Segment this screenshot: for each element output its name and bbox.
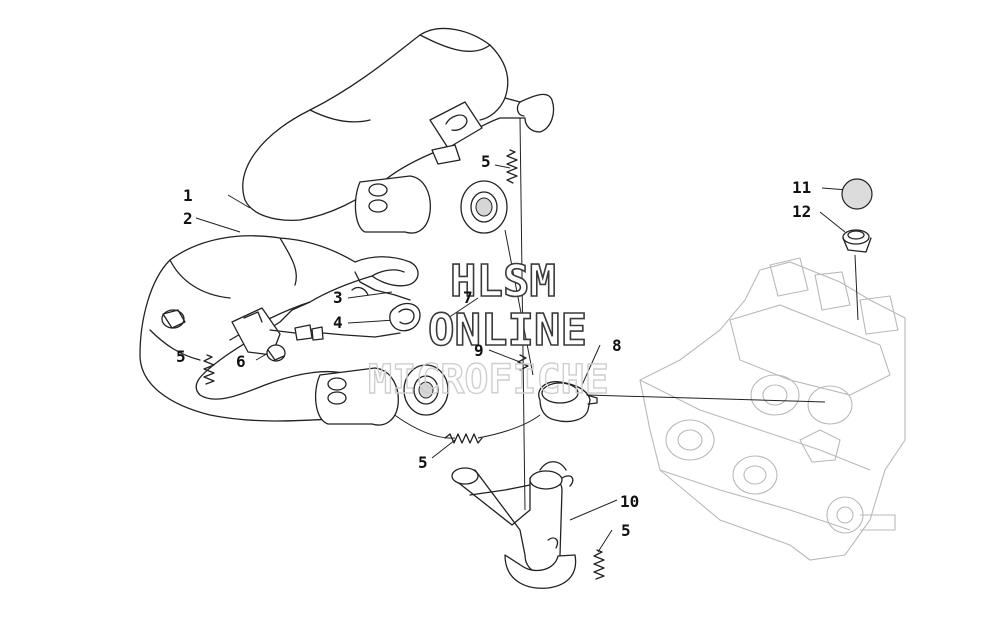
temp-sensor-assembly bbox=[269, 271, 421, 341]
callout-5-right: 5 bbox=[621, 521, 631, 540]
callout-12: 12 bbox=[792, 202, 811, 221]
callout-5-upper: 5 bbox=[481, 152, 491, 171]
plug-cap bbox=[841, 178, 873, 210]
spring-small bbox=[517, 354, 529, 371]
callout-9: 9 bbox=[474, 341, 484, 360]
bracket-lower bbox=[231, 307, 286, 362]
callout-7: 7 bbox=[463, 288, 473, 307]
spring-left bbox=[203, 354, 215, 385]
exhaust-coupling bbox=[538, 381, 598, 423]
callout-5-middle: 5 bbox=[418, 453, 428, 472]
muffler-upper bbox=[242, 27, 555, 234]
gasket-upper bbox=[460, 180, 508, 234]
watermark-line-3: MICROFICHE bbox=[368, 357, 609, 403]
gasket-lower bbox=[403, 364, 449, 416]
callout-1: 1 bbox=[183, 186, 193, 205]
callouts: 1 2 3 4 5 5 5 5 6 7 8 9 10 11 12 bbox=[176, 152, 811, 540]
callout-3: 3 bbox=[333, 288, 343, 307]
y-pipe bbox=[451, 461, 577, 589]
callout-4: 4 bbox=[333, 313, 343, 332]
muffler-lower bbox=[139, 235, 419, 426]
watermark-line-2: ONLINE bbox=[428, 305, 587, 356]
spring-middle bbox=[444, 433, 483, 444]
callout-8: 8 bbox=[612, 336, 622, 355]
spring-right bbox=[593, 549, 605, 580]
engine-block bbox=[639, 257, 906, 561]
callout-11: 11 bbox=[792, 178, 811, 197]
watermark: HLSM ONLINE MICROFICHE bbox=[367, 255, 609, 404]
callout-5-left: 5 bbox=[176, 347, 186, 366]
cap-mount bbox=[842, 229, 872, 253]
callout-10: 10 bbox=[620, 492, 639, 511]
callout-2: 2 bbox=[183, 209, 193, 228]
watermark-line-1: HLSM bbox=[450, 256, 556, 307]
spring-upper bbox=[506, 149, 518, 184]
callout-6: 6 bbox=[236, 352, 246, 371]
leader-lines bbox=[195, 117, 859, 553]
